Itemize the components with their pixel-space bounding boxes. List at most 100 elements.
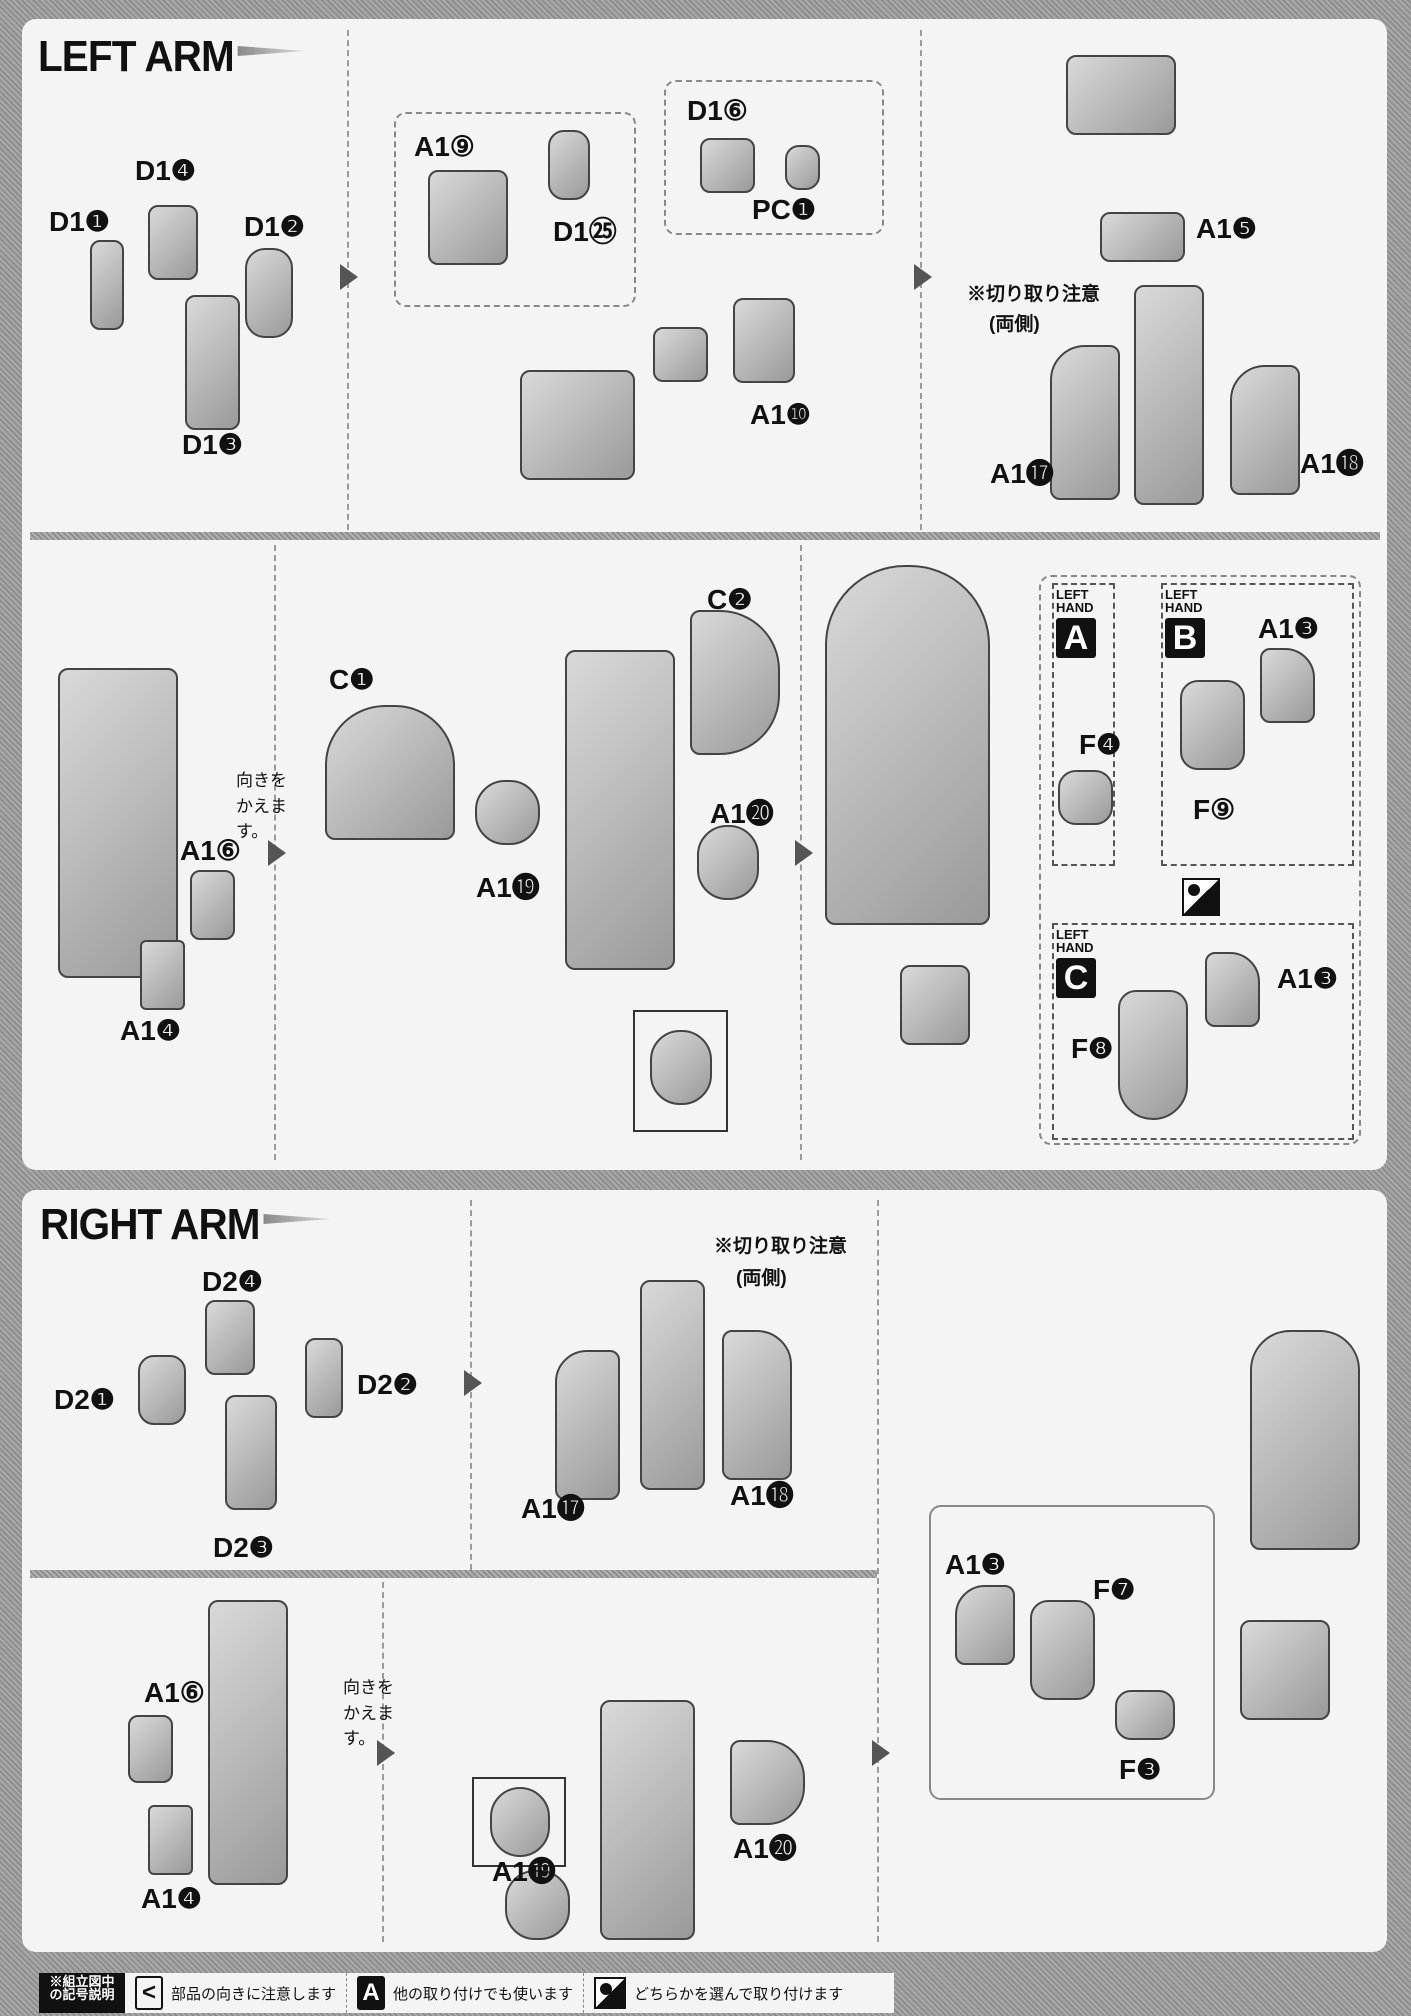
part-label: F❸ — [1119, 1754, 1162, 1785]
turn-around-note: 向きを かえます。 — [343, 1678, 394, 1748]
section-title-left-arm: LEFT ARM — [38, 32, 235, 81]
part-label: C❷ — [707, 584, 753, 615]
part-label: A1❸ — [1258, 613, 1319, 644]
divider — [30, 532, 1380, 540]
part-d1-6-joint — [653, 327, 708, 382]
divider — [877, 1200, 879, 1942]
part-label: D1❶ — [49, 206, 110, 237]
legend-item-orientation: < 部品の向きに注意します — [125, 1973, 348, 2013]
part-label: D1❹ — [135, 155, 196, 186]
part-f8 — [1118, 990, 1188, 1120]
part-label: A1❺ — [1196, 213, 1257, 244]
part-label: D1⑥ — [687, 95, 748, 126]
part-c2 — [690, 610, 780, 755]
part-a1-9 — [428, 170, 508, 265]
part-d2-2 — [305, 1338, 343, 1418]
part-label: F❼ — [1093, 1574, 1136, 1605]
part-a1-17 — [1050, 345, 1120, 500]
legend-item-reuse: A 他の取り付けでも使います — [347, 1973, 585, 2013]
part-a1-6 — [128, 1715, 173, 1783]
part-arm-assembly — [58, 668, 178, 978]
detail-inset — [472, 1777, 566, 1867]
hand-letter-badge: B — [1165, 618, 1205, 658]
legend-text: 部品の向きに注意します — [171, 1985, 337, 2003]
select-either-icon — [594, 1977, 627, 2009]
step-arrow-icon — [340, 264, 358, 290]
part-a1-6 — [190, 870, 235, 940]
cut-caution-note: ※切り取り注意 — [967, 284, 1101, 305]
part-label: A1⑨ — [414, 131, 475, 162]
part-d1-6 — [700, 138, 755, 193]
part-full-arm — [825, 565, 990, 925]
part-full-arm — [1250, 1330, 1360, 1550]
part-d1-2 — [245, 248, 293, 338]
part-label: PC❶ — [752, 194, 816, 225]
part-d2-1 — [138, 1355, 186, 1425]
legend-text: どちらかを選んで取り付けます — [634, 1985, 844, 2003]
legend-item-select: どちらかを選んで取り付けます — [584, 1973, 853, 2013]
part-a1-3 — [1260, 648, 1315, 723]
part-label: D1❸ — [182, 429, 243, 460]
part-label: A1⓴ — [733, 1833, 797, 1864]
part-d1-3 — [185, 295, 240, 430]
part-label: A1❹ — [120, 1015, 181, 1046]
detail-inset — [633, 1010, 728, 1132]
part-a1-10 — [733, 298, 795, 383]
part-label: F❽ — [1071, 1033, 1114, 1064]
part-d2-4 — [205, 1300, 255, 1375]
part-label: A1⓲ — [730, 1480, 794, 1511]
part-shoulder-block — [1066, 55, 1176, 135]
part-arm-core — [565, 650, 675, 970]
part-f3 — [1115, 1690, 1175, 1740]
part-a1-3 — [955, 1585, 1015, 1665]
part-label: D2❷ — [357, 1369, 418, 1400]
part-label: A1⓱ — [521, 1493, 585, 1524]
part-a1-18 — [1230, 365, 1300, 495]
part-a1-20 — [697, 825, 759, 900]
part-label: A1⓳ — [492, 1856, 556, 1887]
part-label: D2❶ — [54, 1384, 115, 1415]
part-a1-4 — [140, 940, 185, 1010]
part-c1 — [325, 705, 455, 840]
part-a1-19-inset — [490, 1787, 550, 1857]
part-d1-1 — [90, 240, 124, 330]
part-f4 — [1058, 770, 1113, 825]
part-hand-joint — [900, 965, 970, 1045]
detail-callout — [664, 80, 884, 235]
part-label: A1⓳ — [476, 872, 540, 903]
part-arm-assembly — [208, 1600, 288, 1885]
step-arrow-icon — [377, 1740, 395, 1766]
part-a1-20 — [730, 1740, 805, 1825]
cut-caution-sub: (両側) — [736, 1268, 787, 1289]
part-label: A1⓱ — [990, 458, 1054, 489]
part-a1-17 — [555, 1350, 620, 1500]
part-label: A1❹ — [141, 1883, 202, 1914]
step-arrow-icon — [268, 840, 286, 866]
part-upper-arm — [640, 1280, 705, 1490]
part-f7 — [1030, 1600, 1095, 1700]
part-label: D2❹ — [202, 1266, 263, 1297]
part-label: A1⑥ — [180, 835, 241, 866]
part-a1-19 — [505, 1870, 570, 1940]
part-upper-arm — [1134, 285, 1204, 505]
part-label: A1⓴ — [710, 798, 774, 829]
part-arm-core — [600, 1700, 695, 1940]
cut-caution-sub: (両側) — [989, 314, 1040, 335]
part-label: A1⑥ — [144, 1677, 205, 1708]
part-pc-1 — [785, 145, 820, 190]
part-label: F⑨ — [1193, 794, 1236, 825]
step-arrow-icon — [914, 264, 932, 290]
part-d2-3 — [225, 1395, 277, 1510]
part-a1-18 — [722, 1330, 792, 1480]
part-f9 — [1180, 680, 1245, 770]
part-a1-3 — [1205, 952, 1260, 1027]
part-label: A1❿ — [750, 399, 811, 430]
letter-a-icon: A — [357, 1976, 386, 2010]
part-hand-joint — [1240, 1620, 1330, 1720]
divider — [30, 1570, 877, 1578]
hand-option-b — [1161, 583, 1354, 866]
part-a1-20-inset — [650, 1030, 712, 1105]
part-a1-5 — [1100, 212, 1185, 262]
part-label: A1❸ — [945, 1549, 1006, 1580]
symbol-legend: ※組立図中の記号説明 < 部品の向きに注意します A 他の取り付けでも使います … — [39, 1973, 894, 2013]
